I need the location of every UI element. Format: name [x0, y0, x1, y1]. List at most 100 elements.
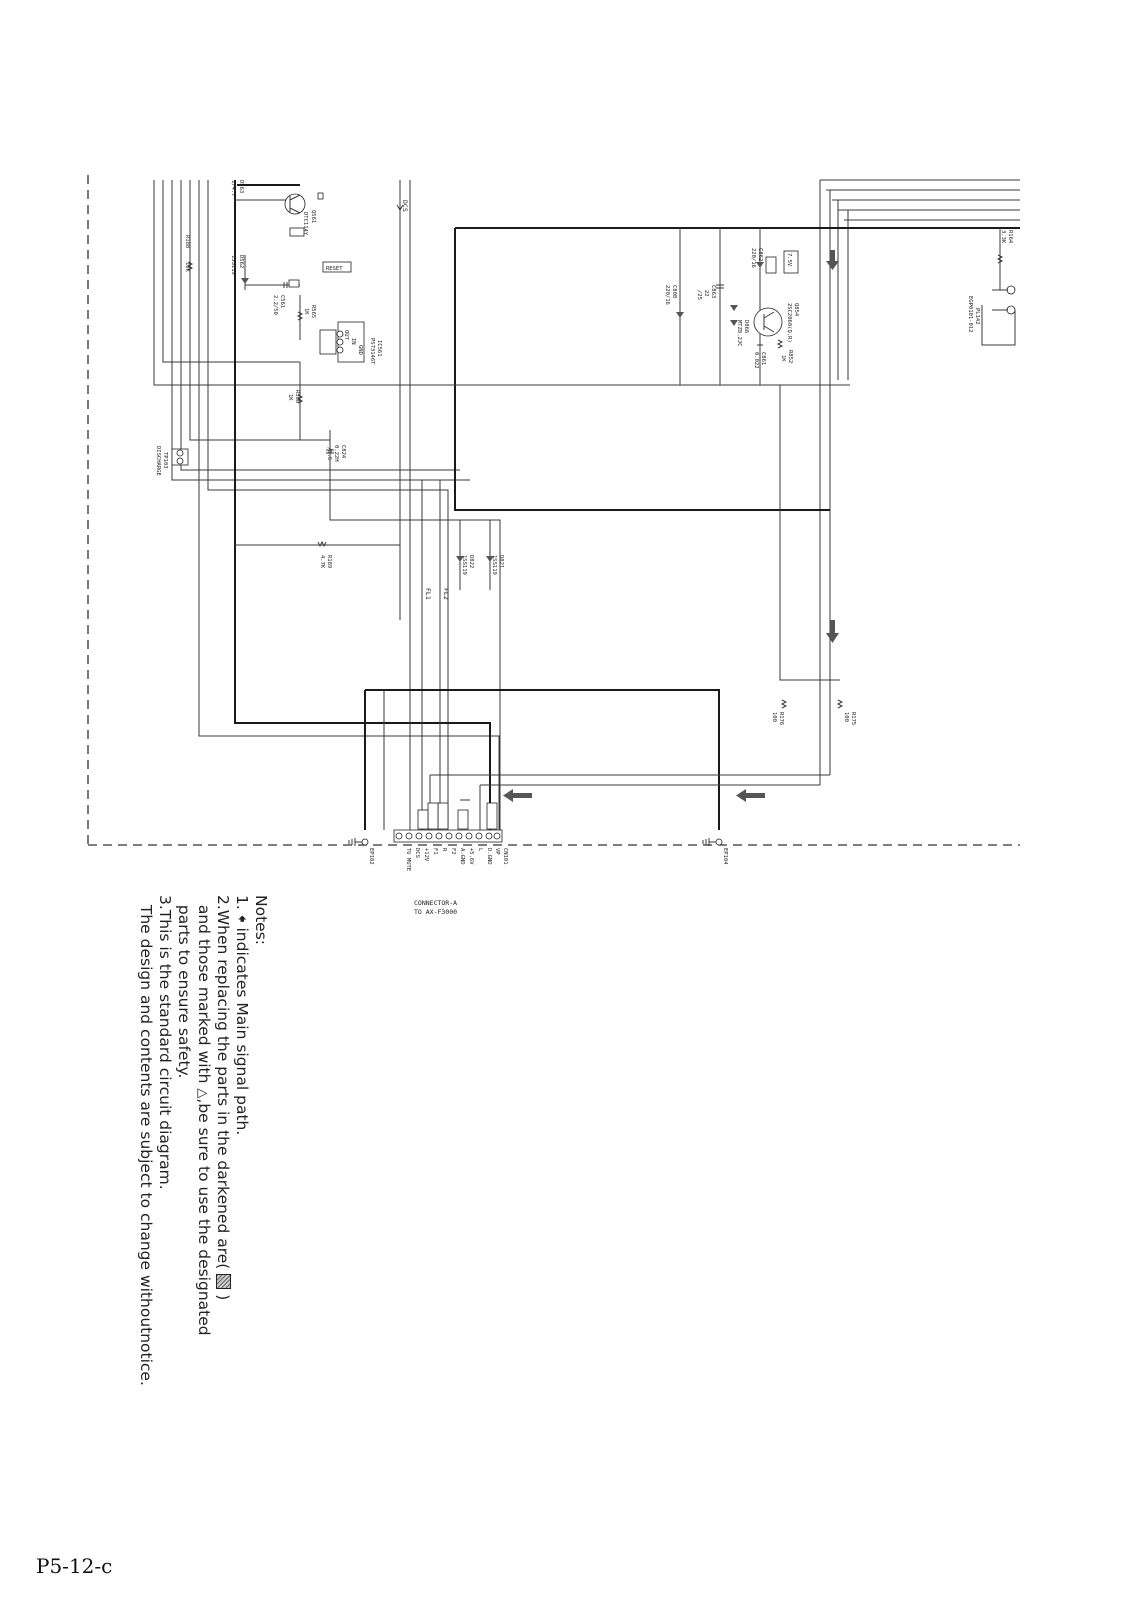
svg-text:0.22H: 0.22H: [333, 445, 339, 462]
r175-resistor: R175 100: [836, 699, 856, 725]
svg-text:2.2/50: 2.2/50: [272, 295, 278, 315]
note-2-line-2-text-b: ,be sure to use the designated: [195, 1098, 213, 1336]
svg-text:DISCHARGE: DISCHARGE: [155, 446, 161, 476]
ic561-reset-ic: OUT IN GND IC561 PST3146T: [319, 321, 382, 365]
svg-text:100: 100: [843, 712, 849, 722]
svg-text:R164: R164: [1007, 230, 1013, 244]
dcs-label: DCS: [401, 200, 409, 212]
r566-resistor: R566 1K: [287, 362, 304, 440]
svg-text:DTC114Y: DTC114Y: [302, 212, 308, 236]
svg-text:GND: GND: [357, 345, 363, 355]
pin-f2: F2: [450, 848, 456, 855]
svg-text:C861: C861: [760, 352, 766, 365]
note-3-line-1: 3.This is the standard circuit diagram.: [156, 895, 174, 1190]
reset-tag: [322, 261, 352, 273]
svg-text:C561: C561: [279, 295, 285, 308]
pin-12v: +12V: [423, 848, 429, 862]
svg-text:R852: R852: [787, 350, 793, 363]
fl2-label: FL2: [442, 588, 450, 600]
arrow-icon: 🠸: [233, 914, 251, 923]
svg-text:MTZ8.2JC: MTZ8.2JC: [736, 320, 742, 347]
svg-text:R176: R176: [778, 712, 784, 725]
r188-resistor: R188 10K: [184, 235, 194, 285]
signal-arrow-1: [826, 250, 839, 270]
svg-text:220/16: 220/16: [750, 248, 756, 268]
svg-text:TP103: TP103: [162, 452, 168, 469]
svg-text:EP102: EP102: [368, 848, 374, 865]
signal-arrow-4: [736, 789, 765, 802]
svg-text:D866: D866: [743, 320, 749, 333]
right-bus: [408, 179, 1020, 785]
r176-resistor: R176 100: [771, 699, 788, 725]
left-wire-bundle: [153, 180, 500, 830]
svg-text:R189: R189: [326, 555, 332, 568]
pin-l: L: [477, 848, 483, 852]
note-3-line-2: The design and contents are subject to c…: [136, 895, 155, 1495]
svg-text:D562: D562: [238, 255, 244, 268]
svg-text:PL142: PL142: [974, 308, 980, 325]
svg-text:22: 22: [703, 290, 709, 297]
note-3-line-2-text: The design and contents are subject to c…: [137, 904, 155, 1386]
connector-tags: [417, 802, 498, 830]
ep102-ground: EP102: [348, 838, 374, 865]
svg-text:1K: 1K: [287, 394, 293, 401]
pin-f1: F1: [432, 848, 438, 855]
notes-block: Notes: 1. 🠸 indicates Main signal path. …: [120, 895, 280, 1495]
notes-title: Notes:: [252, 895, 270, 945]
svg-text:Q854: Q854: [793, 303, 799, 317]
svg-text:C863: C863: [710, 285, 716, 298]
svg-text:3.3K: 3.3K: [1000, 230, 1006, 244]
svg-text:C824: C824: [340, 445, 346, 459]
pin-5v6: +5.6V: [468, 848, 474, 865]
pin-tu-mute: TU MUTE: [405, 848, 411, 871]
c824-capacitor: C824 0.22H /5.5: [326, 430, 501, 830]
svg-text:PST3146T: PST3146T: [369, 338, 375, 365]
svg-text:1/4.7: 1/4.7: [230, 180, 236, 197]
svg-text:1SS119: 1SS119: [491, 555, 497, 575]
note-1: 1. 🠸 indicates Main signal path.: [232, 895, 251, 1495]
q561-transistor: Q561 DTC114Y: [284, 192, 324, 237]
svg-text:1K: 1K: [303, 308, 309, 315]
note-1-prefix: 1.: [233, 895, 251, 910]
shaded-area-icon: [216, 1274, 231, 1290]
svg-text:EP104: EP104: [722, 848, 728, 865]
svg-text:EGP0101-012: EGP0101-012: [967, 296, 973, 332]
svg-text:D563: D563: [238, 180, 244, 193]
r189-resistor: R189 4.7K: [235, 540, 400, 569]
svg-text:R566: R566: [294, 390, 300, 403]
power-7v5-section: 7.5V C862 220/16 C863 22 /25 D866 MTZ8.2…: [664, 228, 799, 385]
note-2-line-1-close: ): [214, 1294, 232, 1301]
note-2-line-1-text: 2.When replacing the parts in the darken…: [214, 895, 232, 1270]
page-code: P5-12-c: [36, 1554, 113, 1578]
svg-text:C862: C862: [757, 248, 763, 261]
d821-d822-diodes: D822 1SS119 D821 1SS119: [456, 520, 504, 590]
note-2-line-1: 2.When replacing the parts in the darken…: [213, 895, 232, 1495]
note-2-line-2: and those marked with △,be sure to use t…: [193, 895, 213, 1495]
main-signal-wire-1: [234, 180, 491, 830]
svg-text:D822: D822: [468, 555, 474, 568]
pin-r: R: [441, 848, 447, 852]
cn101-connector: [393, 829, 503, 843]
c561-capacitor: C561 2.2/50: [245, 279, 300, 315]
tp103-testpoint: TP103 DISCHARGE: [155, 446, 189, 476]
fl1-label: FL1: [424, 588, 432, 600]
svg-text:C808: C808: [671, 285, 677, 298]
svg-text:Q561: Q561: [310, 210, 316, 223]
connector-note-line2: TO AX-F3000: [414, 908, 457, 916]
svg-text:/5.5: /5.5: [326, 447, 332, 460]
svg-text:100: 100: [771, 712, 777, 722]
svg-text:R188: R188: [184, 235, 190, 248]
svg-text:IC561: IC561: [376, 340, 382, 357]
pin-dcs: DCS: [414, 848, 420, 858]
svg-text:R175: R175: [850, 712, 856, 725]
note-2-line-3: parts to ensure safety.: [174, 895, 193, 1495]
svg-text:4.7K: 4.7K: [319, 555, 325, 569]
pin-dgnd: D.GND: [486, 848, 492, 865]
svg-text:IN: IN: [350, 338, 356, 345]
d562-diode: D562 1SS119: [230, 255, 249, 290]
ep104-ground: EP104: [702, 838, 728, 865]
svg-text:/25: /25: [696, 290, 702, 300]
svg-text:1SS119: 1SS119: [461, 555, 467, 575]
note-2-line-3-text: parts to ensure safety.: [175, 904, 193, 1079]
